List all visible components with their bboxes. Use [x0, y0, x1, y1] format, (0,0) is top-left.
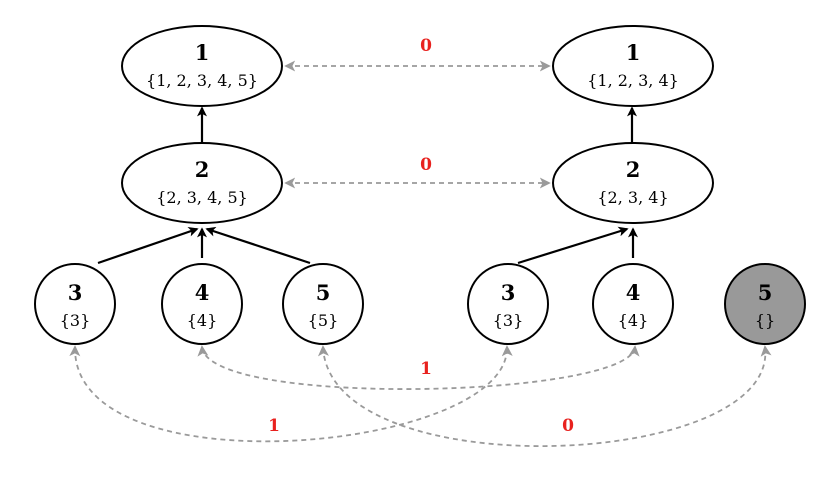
- cost-label-5-5: 0: [562, 416, 574, 436]
- match-edge-4-4: [197, 345, 640, 390]
- match-edge-3-3: [69, 345, 513, 443]
- right-node-3: 3 {3}: [467, 263, 549, 345]
- right-node-4-set: {4}: [618, 311, 649, 330]
- right-node-3-set: {3}: [493, 311, 524, 330]
- right-node-4-id: 4: [626, 280, 641, 305]
- right-node-5-id: 5: [758, 280, 773, 305]
- left-node-4-id: 4: [195, 280, 210, 305]
- right-node-4: 4 {4}: [592, 263, 674, 345]
- left-node-5: 5 {5}: [282, 263, 364, 345]
- left-node-4: 4 {4}: [161, 263, 243, 345]
- right-tree: 1 {1, 2, 3, 4} 2 {2, 3, 4} 3 {3} 4 {4} 5…: [467, 25, 806, 345]
- left-node-3-set: {3}: [60, 311, 91, 330]
- left-tree: 1 {1, 2, 3, 4, 5} 2 {2, 3, 4, 5} 3 {3} 4…: [34, 25, 364, 345]
- left-node-2-id: 2: [195, 157, 210, 182]
- right-node-2-set: {2, 3, 4}: [597, 188, 668, 207]
- match-edge-5-5: [317, 345, 772, 448]
- left-edge-5-to-2: [205, 226, 311, 265]
- right-node-5-removed: 5 {}: [724, 263, 806, 345]
- right-node-1: 1 {1, 2, 3, 4}: [552, 25, 714, 107]
- left-tree-edges: [97, 106, 311, 265]
- left-node-3: 3 {3}: [34, 263, 116, 345]
- left-node-1-set: {1, 2, 3, 4, 5}: [146, 71, 258, 90]
- cost-labels: 0 0 1 1 0: [268, 36, 574, 436]
- right-node-5-set: {}: [755, 311, 775, 330]
- left-edge-3-to-2: [97, 226, 199, 265]
- left-node-2-set: {2, 3, 4, 5}: [156, 188, 248, 207]
- left-node-1: 1 {1, 2, 3, 4, 5}: [121, 25, 283, 107]
- left-node-2: 2 {2, 3, 4, 5}: [121, 142, 283, 224]
- cost-label-1-1: 0: [420, 36, 432, 56]
- right-node-1-set: {1, 2, 3, 4}: [587, 71, 679, 90]
- right-node-1-id: 1: [626, 40, 641, 65]
- right-node-3-id: 3: [501, 280, 516, 305]
- right-node-2: 2 {2, 3, 4}: [552, 142, 714, 224]
- matching-edges: [69, 60, 772, 448]
- cost-label-4-4: 1: [420, 359, 432, 379]
- left-node-1-id: 1: [195, 40, 210, 65]
- cost-label-2-2: 0: [420, 155, 432, 175]
- right-edge-3-to-2: [517, 226, 629, 265]
- left-node-4-set: {4}: [187, 311, 218, 330]
- left-node-5-id: 5: [316, 280, 331, 305]
- left-node-5-set: {5}: [308, 311, 339, 330]
- cost-label-3-3: 1: [268, 416, 280, 436]
- left-node-3-id: 3: [68, 280, 83, 305]
- right-node-2-id: 2: [626, 157, 641, 182]
